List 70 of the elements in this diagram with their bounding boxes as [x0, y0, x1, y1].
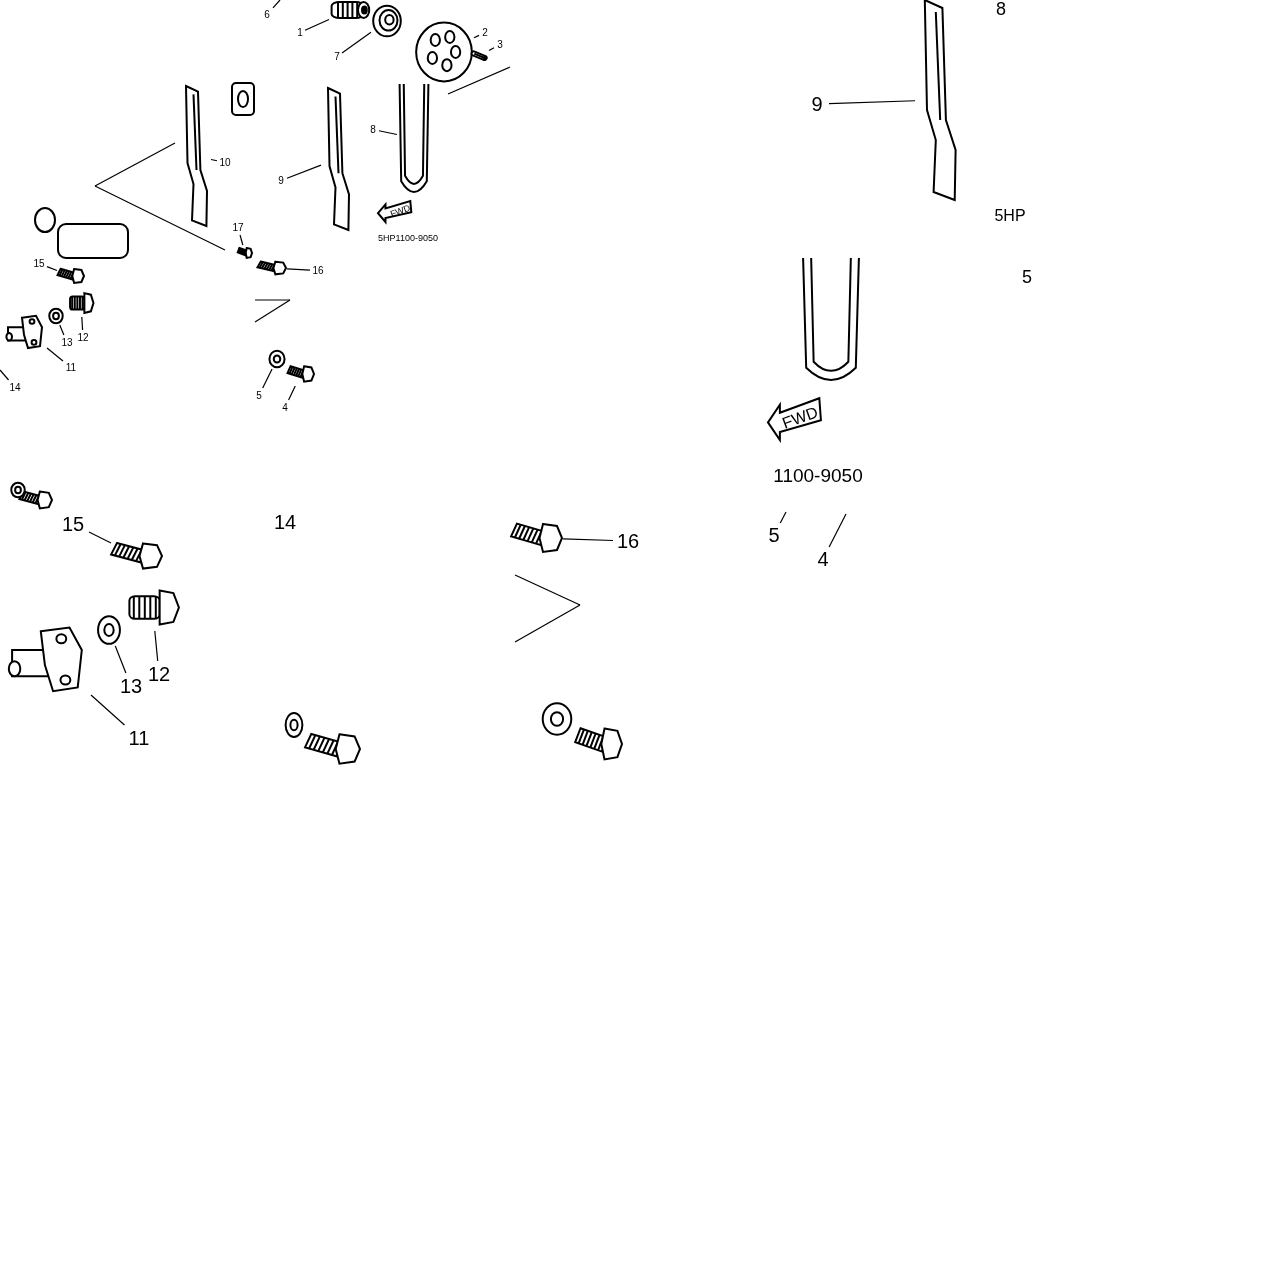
leader-line: [341, 31, 372, 54]
bolt-drawing: [258, 259, 286, 277]
part-code: 1100-9050: [772, 464, 864, 488]
direction-sign: FWD: [378, 200, 412, 222]
callout-number: 16: [614, 530, 642, 552]
leader-line: [154, 630, 159, 662]
callout-number: 10: [218, 156, 232, 169]
leader-line: [46, 347, 64, 362]
callout-number: 7: [333, 50, 341, 63]
leader-line: [46, 266, 58, 272]
leader-line: [828, 513, 847, 548]
callout-number: 5: [254, 389, 264, 402]
bolt-drawing: [238, 246, 252, 260]
leader-line: [286, 268, 311, 271]
leader-line: [562, 538, 614, 542]
leader-line: [304, 18, 330, 31]
callout-number: 15: [32, 257, 46, 270]
leader-line: [59, 324, 65, 336]
callout-number: 13: [60, 336, 74, 349]
bolt-drawing: [288, 363, 314, 385]
bolt-drawing: [58, 266, 84, 286]
bearing-drawing: [372, 5, 402, 37]
leader-line: [0, 369, 10, 381]
leader-line: [272, 0, 281, 9]
washer-drawing: [96, 615, 122, 645]
leader-line: [378, 130, 398, 136]
callout-number: 15: [58, 512, 88, 536]
leader-line: [262, 368, 273, 389]
callout-number: 8: [368, 123, 378, 136]
callout-number: 1: [296, 26, 304, 39]
leader-line: [473, 34, 480, 39]
leader-line: [828, 100, 916, 105]
callout-number: 8: [995, 0, 1007, 18]
callout-number: 11: [124, 726, 154, 750]
leader-line: [286, 164, 322, 179]
callout-number: 3: [495, 38, 505, 51]
callout-number: 14: [8, 381, 22, 394]
part-code: 5HP1100-9050: [377, 232, 439, 244]
leader-line: [90, 694, 126, 726]
part-code: 5HP: [993, 206, 1027, 226]
sprocket-drawing: [415, 22, 473, 82]
callout-number: 13: [116, 674, 146, 698]
leader-line: [287, 385, 296, 401]
leader-line: [81, 316, 84, 331]
callout-number: 9: [806, 92, 828, 116]
plug-drawing: [68, 290, 94, 316]
leader-line: [488, 47, 495, 52]
callout-number: 12: [76, 331, 90, 344]
callout-number: 12: [144, 662, 174, 686]
washer-drawing: [268, 350, 286, 368]
callout-number: 4: [280, 401, 290, 414]
callout-number: 5: [766, 524, 782, 546]
leader-line: [239, 234, 244, 246]
callout-number: 5: [1021, 266, 1033, 288]
callout-number: 11: [64, 361, 78, 374]
callout-number: 17: [231, 221, 245, 234]
callout-number: 2: [480, 26, 490, 39]
leader-line: [779, 511, 787, 524]
tensioner-drawing: [6, 312, 46, 350]
callout-number: 6: [262, 8, 272, 21]
callout-number: 14: [272, 510, 298, 534]
leader-line: [210, 158, 218, 162]
washer-drawing: [48, 308, 64, 324]
leader-line: [114, 645, 127, 674]
callout-number: 16: [311, 264, 325, 277]
chain-drawing: [398, 84, 430, 192]
leader-line: [88, 531, 112, 544]
callout-number: 4: [813, 548, 833, 570]
roller-drawing: [330, 0, 370, 20]
callout-number: 9: [276, 174, 286, 187]
